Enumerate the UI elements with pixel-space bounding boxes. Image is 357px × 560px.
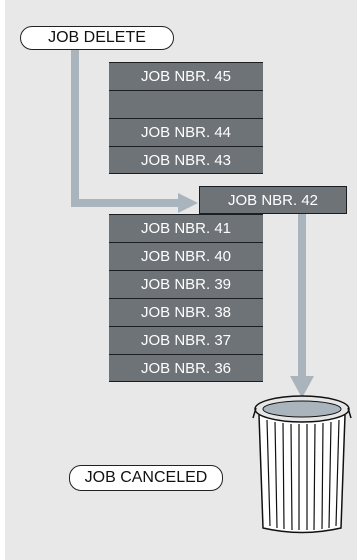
queue-item: JOB NBR. 45: [109, 62, 263, 90]
removed-job: JOB NBR. 42: [199, 186, 347, 214]
trash-can-icon: [252, 395, 352, 534]
queue-item: JOB NBR. 41: [109, 214, 263, 242]
job-canceled-label: JOB CANCELED: [69, 465, 223, 491]
queue-item: JOB NBR. 44: [109, 118, 263, 146]
queue-item: JOB NBR. 40: [109, 242, 263, 270]
queue-item: JOB NBR. 43: [109, 146, 263, 174]
queue-item: [109, 90, 263, 118]
queue-item: JOB NBR. 36: [109, 354, 263, 382]
job-delete-label: JOB DELETE: [20, 26, 174, 50]
cancel-arrow: [290, 213, 314, 398]
queue-item: JOB NBR. 37: [109, 326, 263, 354]
queue-item: JOB NBR. 38: [109, 298, 263, 326]
job-queue-bottom: JOB NBR. 41 JOB NBR. 40 JOB NBR. 39 JOB …: [109, 214, 263, 382]
job-queue-top: JOB NBR. 45 JOB NBR. 44 JOB NBR. 43: [109, 62, 263, 174]
delete-arrow: [71, 50, 198, 213]
queue-item: JOB NBR. 39: [109, 270, 263, 298]
